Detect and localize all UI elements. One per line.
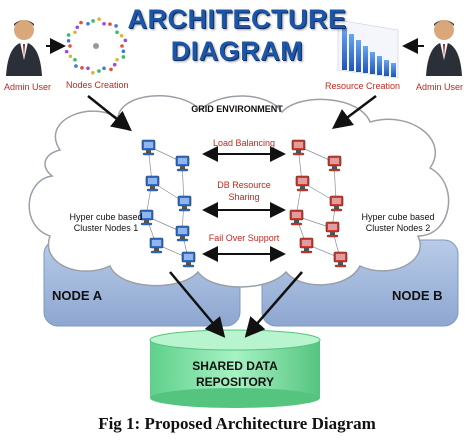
bar-chart-icon [337, 19, 399, 79]
wheel-node-dot [115, 30, 119, 35]
wheel-node-dot [123, 38, 128, 43]
computer-icon [295, 175, 310, 192]
wheel-node-dot [97, 69, 101, 73]
computer-icon [333, 251, 348, 268]
wheel-node-dot [73, 57, 77, 62]
computer-icon [177, 195, 192, 212]
cluster-nodes-1 [139, 139, 196, 268]
wheel-node-dot [68, 54, 73, 59]
computer-icon [181, 251, 196, 268]
wheel-hub [93, 43, 99, 49]
wheel-node-dot [86, 21, 90, 26]
computer-icon [299, 237, 314, 254]
wheel-node-dot [66, 38, 71, 43]
arrow-node-a-to-repository [169, 271, 226, 338]
repository-label-line-2: REPOSITORY [195, 375, 275, 389]
title-line-1: ARCHITECTURE [127, 4, 347, 34]
wheel-node-dot [109, 67, 113, 72]
computer-icon [175, 225, 190, 242]
wheel-node-dot [108, 22, 112, 26]
wheel-node-dot [74, 64, 78, 68]
title-line-2: DIAGRAM [170, 36, 304, 66]
wheel-node-dot [91, 19, 95, 23]
computer-icon [145, 175, 160, 192]
admin-user-right-label: Admin User [416, 82, 464, 92]
db-sharing-label-1: DB Resource [217, 180, 271, 190]
wheel-node-dot [80, 66, 84, 70]
load-balancing-label: Load Balancing [212, 138, 276, 148]
wheel-node-dot [66, 33, 71, 37]
node-b-label: NODE B [392, 288, 443, 303]
arrow-node-b-to-repository [244, 271, 303, 338]
wheel-node-dot [97, 17, 101, 21]
wheel-node-dot [68, 44, 72, 48]
wheel-node-dot [115, 57, 119, 62]
arrow-resource-to-grid [332, 95, 377, 129]
repository-label: SHARED DATA REPOSITORY [150, 358, 320, 390]
fail-over-label: Fail Over Support [208, 233, 280, 243]
cluster-2-label-1: Hyper cube based [361, 212, 435, 222]
wheel-node-dot [120, 44, 124, 48]
node-a-label: NODE A [52, 288, 103, 303]
computer-icon [149, 237, 164, 254]
db-sharing-label-2: Sharing [228, 192, 260, 202]
resource-creation-label: Resource Creation [325, 81, 401, 91]
wheel-node-dot [114, 24, 118, 28]
figure-caption: Fig 1: Proposed Architecture Diagram [98, 414, 376, 433]
computer-icon [329, 195, 344, 212]
cluster-nodes-2 [289, 139, 348, 268]
wheel-node-dot [91, 71, 95, 75]
wheel-node-dot [64, 49, 69, 54]
wheel-node-dot [102, 66, 106, 71]
admin-user-left-icon [6, 20, 42, 76]
nodes-creation-label: Nodes Creation [66, 80, 129, 90]
arrow-nodes-to-grid [87, 95, 132, 132]
computer-icon [139, 209, 154, 226]
cluster-2-label-2: Cluster Nodes 2 [365, 223, 431, 233]
repository-label-line-1: SHARED DATA [192, 359, 278, 373]
computer-icon [325, 221, 340, 238]
computer-icon [289, 209, 304, 226]
admin-user-left-label: Admin User [4, 82, 52, 92]
admin-user-right-icon [426, 20, 462, 76]
computer-icon [141, 139, 156, 156]
computer-icon [175, 155, 190, 172]
wheel-node-dot [86, 66, 90, 71]
nodes-wheel-icon [64, 17, 128, 75]
computer-icon [327, 155, 342, 172]
cluster-1-label-2: Cluster Nodes 1 [73, 223, 139, 233]
cluster-1-label-1: Hyper cube based [69, 212, 143, 222]
wheel-node-dot [121, 49, 126, 54]
wheel-node-dot [73, 30, 77, 35]
grid-environment-label: GRID ENVIRONMENT [191, 104, 283, 114]
grid-cloud-shape [28, 94, 450, 288]
wheel-node-dot [119, 33, 124, 38]
computer-icon [291, 139, 306, 156]
shared-data-repository-cylinder [149, 329, 321, 408]
wheel-node-dot [112, 62, 117, 67]
wheel-node-dot [102, 21, 106, 26]
wheel-node-dot [121, 55, 126, 59]
wheel-node-dot [79, 20, 83, 25]
wheel-node-dot [75, 25, 80, 30]
